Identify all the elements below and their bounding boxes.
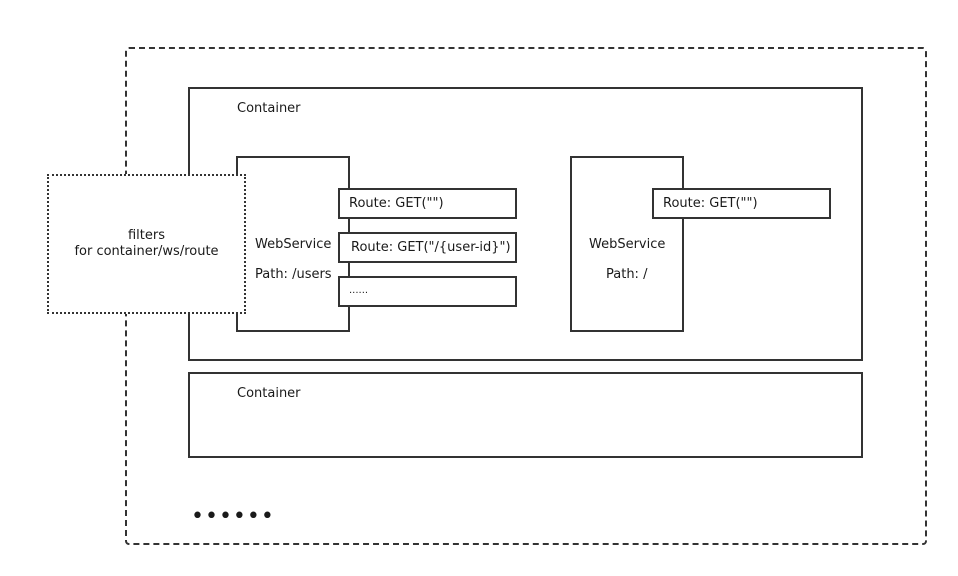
route-label: Route: GET("")	[349, 196, 444, 211]
filters-box: filters for container/ws/route	[47, 174, 246, 314]
webservice-root: WebService Path: /	[570, 156, 684, 332]
route-label: ......	[349, 285, 369, 296]
route-get-empty-root: Route: GET("")	[652, 188, 831, 219]
webservice-root-name: WebService	[589, 237, 666, 252]
webservice-root-path: Path: /	[606, 267, 648, 282]
route-label: Route: GET("")	[663, 196, 758, 211]
filters-subtitle: for container/ws/route	[74, 244, 219, 259]
route-get-empty-users: Route: GET("")	[338, 188, 517, 219]
route-get-user-id: Route: GET("/{user-id}")	[338, 232, 517, 263]
more-containers-ellipsis: ••••••	[191, 504, 275, 529]
container-box-2: Container	[188, 372, 863, 458]
route-more: ......	[338, 276, 517, 307]
route-label: Route: GET("/{user-id}")	[351, 240, 511, 255]
webservice-users-path: Path: /users	[255, 267, 332, 282]
webservice-users: WebService Path: /users	[236, 156, 350, 332]
filters-title: filters	[127, 228, 165, 243]
webservice-users-name: WebService	[255, 237, 332, 252]
container-label-1: Container	[237, 101, 301, 116]
container-label-2: Container	[237, 386, 301, 401]
